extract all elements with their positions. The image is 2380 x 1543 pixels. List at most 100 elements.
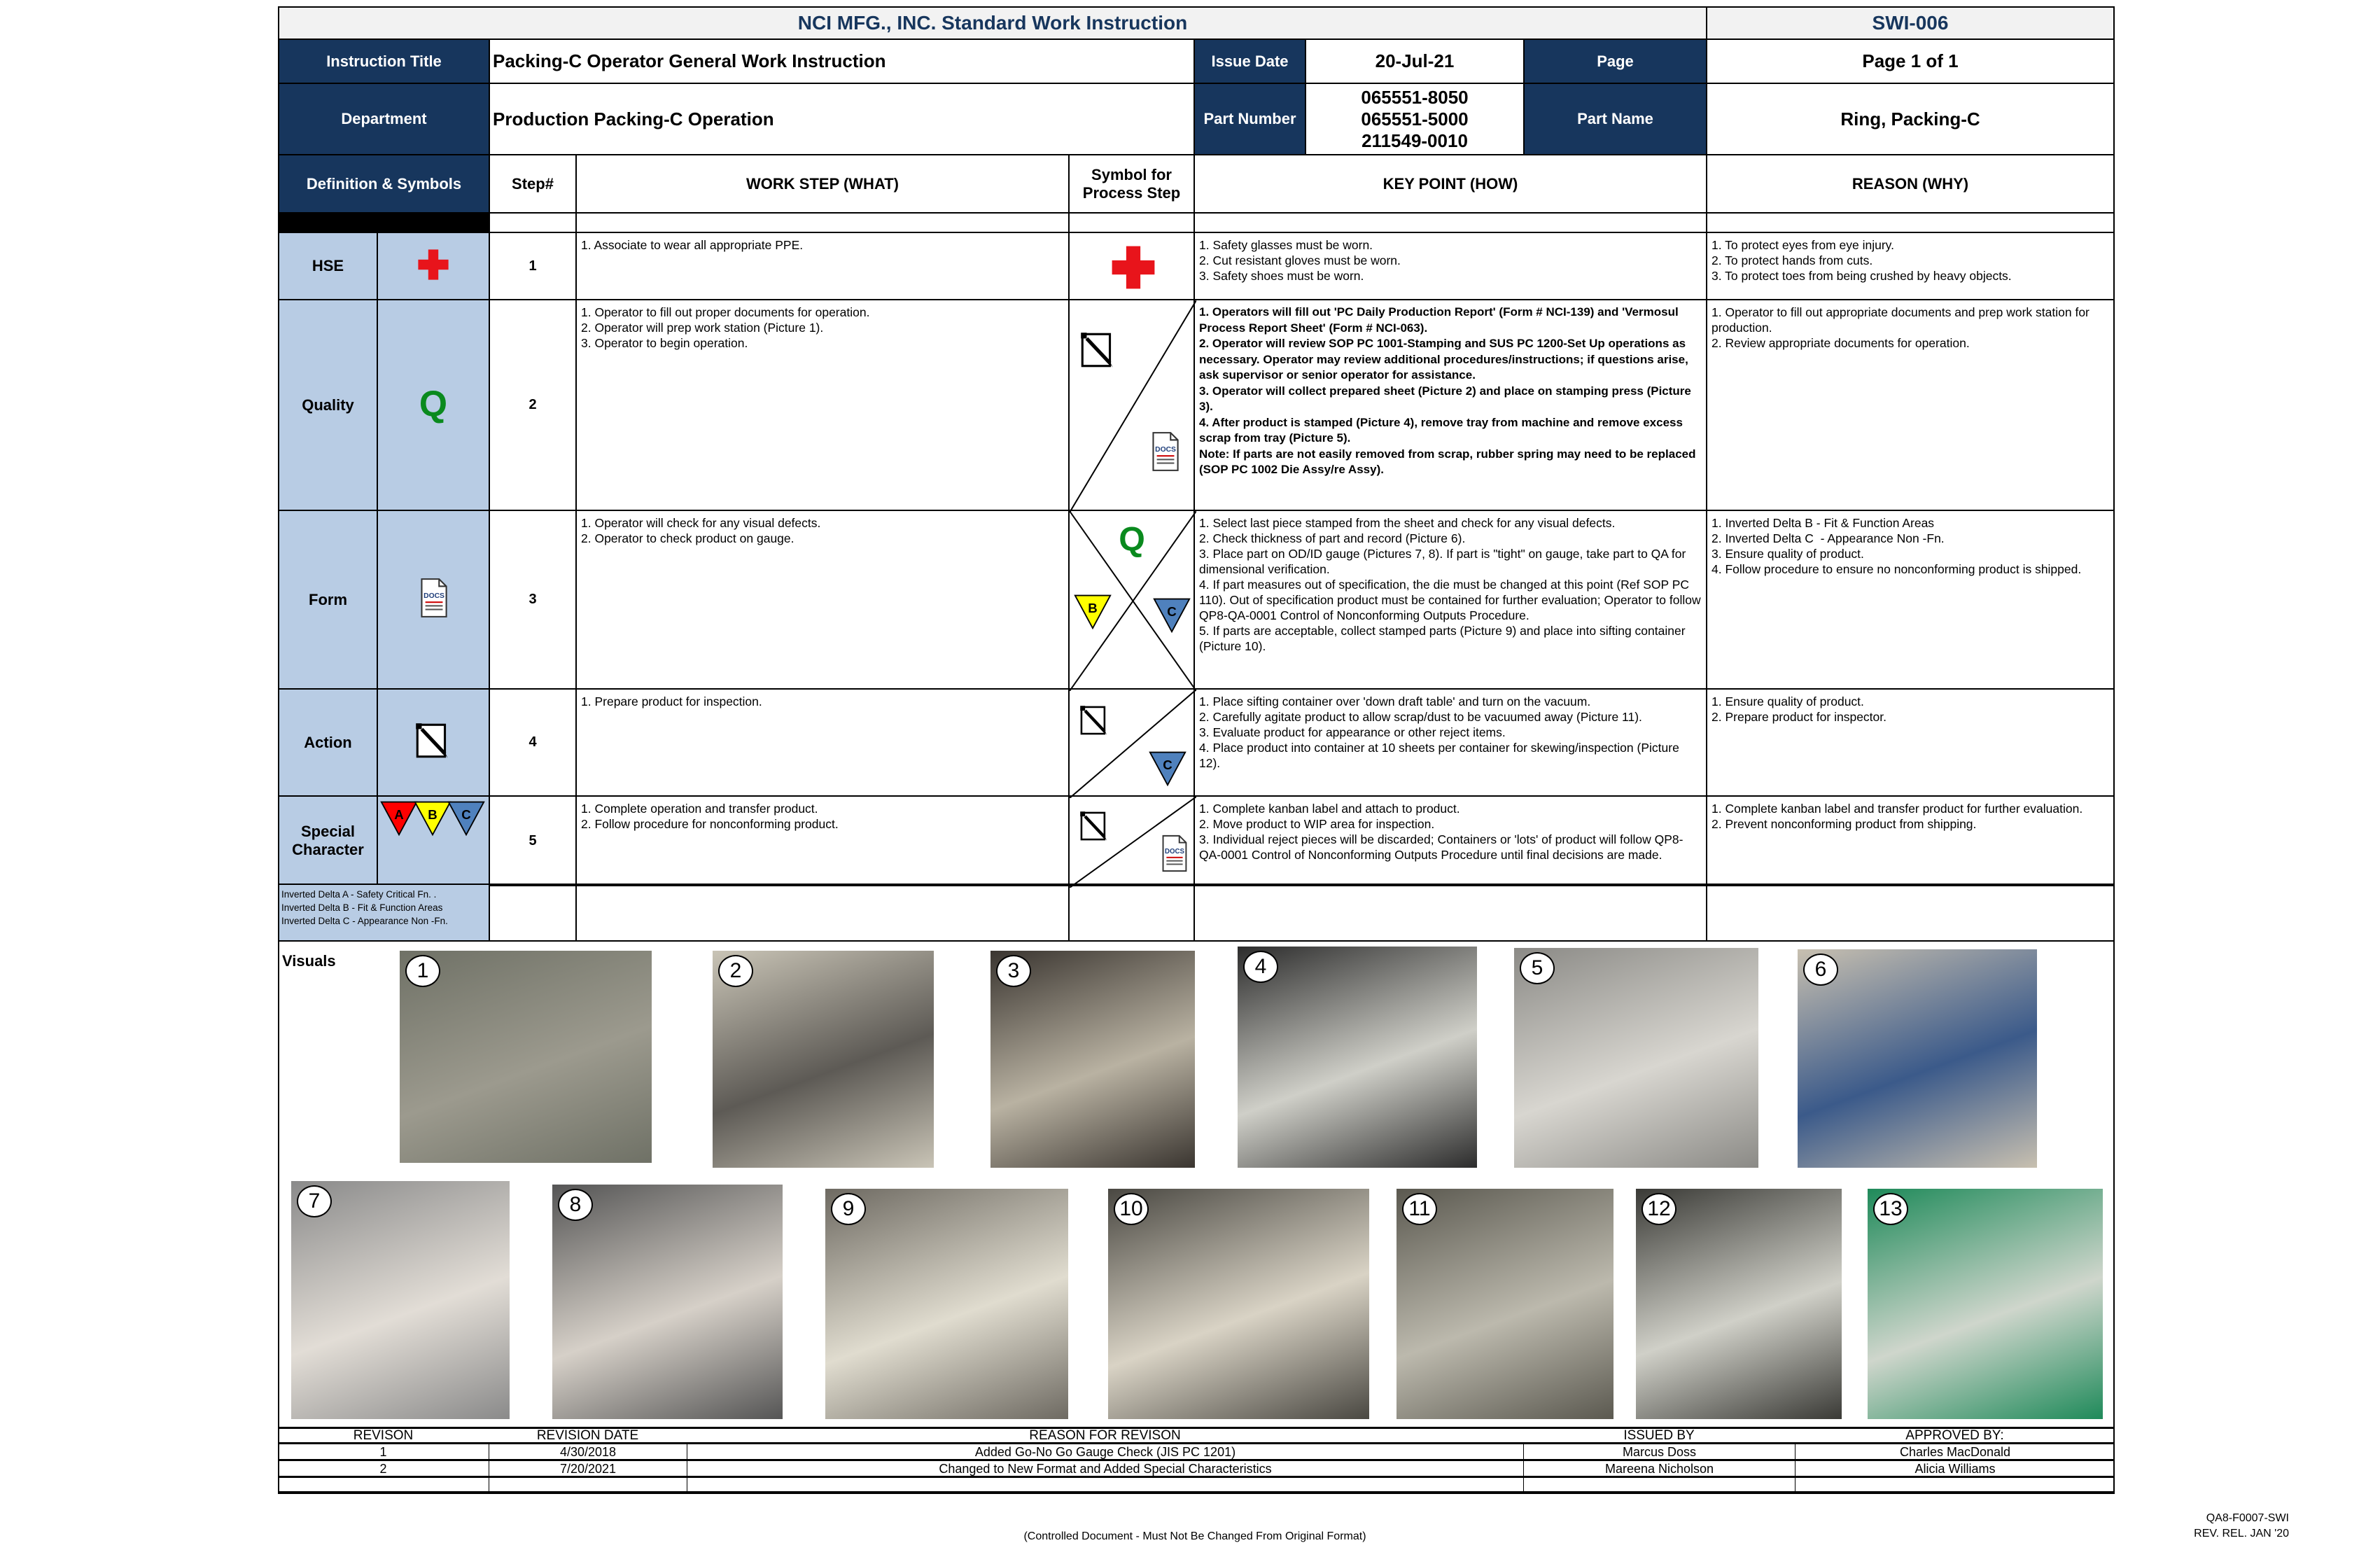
- delta-b-icon: B: [1073, 592, 1112, 634]
- document-title: NCI MFG., INC. Standard Work Instruction: [278, 6, 1707, 40]
- reason-header: REASON (WHY): [1706, 154, 2115, 214]
- revision-cell: [687, 1477, 1523, 1494]
- symbol-icon-cell: [377, 688, 490, 797]
- svg-text:B: B: [428, 807, 437, 822]
- work-step-text: 1. Prepare product for inspection.: [575, 688, 1070, 797]
- svg-text:C: C: [1167, 604, 1176, 619]
- picture-number: 1: [405, 955, 440, 987]
- revision-header: APPROVED BY:: [1905, 1428, 2004, 1443]
- process-step-symbols: DOCS: [1068, 795, 1196, 888]
- picture-number: 10: [1114, 1193, 1149, 1225]
- picture-number: 13: [1873, 1193, 1908, 1225]
- step-number: 3: [489, 510, 577, 690]
- picture-number: 12: [1642, 1193, 1676, 1225]
- reason-text: 1. Operator to fill out appropriate docu…: [1706, 299, 2115, 511]
- picture-number: 7: [297, 1185, 332, 1217]
- instruction-title-value: Packing-C Operator General Work Instruct…: [489, 39, 1195, 84]
- spacer-cell: [1068, 212, 1195, 233]
- work-step-text: 1. Complete operation and transfer produ…: [575, 795, 1070, 886]
- symbol-header: Symbol for Process Step: [1068, 154, 1195, 214]
- symbol-label: HSE: [278, 232, 378, 300]
- picture-number: 4: [1243, 951, 1278, 983]
- picture-number: 11: [1402, 1193, 1437, 1225]
- revision-cell: 2: [379, 1462, 387, 1476]
- visual-picture: 6: [1798, 949, 2037, 1168]
- work-step-text: 1. Associate to wear all appropriate PPE…: [575, 232, 1070, 300]
- reason-text: 1. To protect eyes from eye injury. 2. T…: [1706, 232, 2115, 300]
- step-number: 1: [489, 232, 577, 300]
- revision-header: REVISION DATE: [536, 1428, 639, 1443]
- revision-header: REVISON: [353, 1428, 414, 1443]
- svg-text:C: C: [1163, 757, 1172, 772]
- part-number: 211549-0010: [1362, 130, 1468, 151]
- delta-c-icon: C: [447, 798, 486, 841]
- action-pencil-icon: [1077, 808, 1113, 848]
- revision-cell: [489, 1477, 687, 1494]
- visual-picture: 7: [291, 1181, 510, 1419]
- docs-form-icon: DOCS: [1143, 430, 1186, 477]
- revision-cell: 4/30/2018: [489, 1444, 687, 1460]
- revision-cell: Added Go-No Go Gauge Check (JIS PC 1201): [687, 1444, 1523, 1460]
- symbol-label: Quality: [278, 299, 378, 511]
- q-icon: Q: [412, 382, 455, 428]
- reason-text: 1. Inverted Delta B - Fit & Function Are…: [1706, 510, 2115, 690]
- picture-number: 6: [1803, 954, 1838, 986]
- form-number: QA8-F0007-SWI: [2206, 1512, 2289, 1524]
- svg-text:B: B: [1088, 601, 1097, 615]
- part-number-values: 065551-8050 065551-5000 211549-0010: [1305, 83, 1525, 155]
- empty-cell: [489, 884, 577, 942]
- work-step-text: 1. Operator will check for any visual de…: [575, 510, 1070, 690]
- department-label: Department: [278, 83, 490, 155]
- work-step-header: WORK STEP (WHAT): [575, 154, 1070, 214]
- symbol-icon-cell: DOCS: [377, 510, 490, 690]
- delta-c-icon: C: [1148, 748, 1187, 791]
- process-step-symbols: [1068, 232, 1195, 300]
- process-step-symbols: C: [1068, 688, 1196, 798]
- revision-cell: 7/20/2021: [489, 1460, 687, 1477]
- svg-text:DOCS: DOCS: [424, 592, 444, 600]
- part-number: 065551-8050: [1361, 86, 1469, 108]
- picture-number: 9: [831, 1193, 866, 1225]
- svg-text:C: C: [461, 807, 470, 822]
- svg-text:Q: Q: [419, 384, 447, 424]
- svg-text:DOCS: DOCS: [1155, 446, 1176, 454]
- docs-form-icon: DOCS: [1154, 833, 1194, 877]
- step-number: 5: [489, 795, 577, 886]
- delta-legend: Inverted Delta A - Safety Critical Fn. .…: [278, 884, 490, 942]
- key-point-text: 1. Complete kanban label and attach to p…: [1194, 795, 1707, 886]
- issue-date-label: Issue Date: [1194, 39, 1306, 84]
- key-point-text: 1. Select last piece stamped from the sh…: [1194, 510, 1707, 690]
- legend-item: Inverted Delta C - Appearance Non -Fn.: [281, 916, 448, 926]
- picture-number: 2: [718, 955, 753, 987]
- visual-picture: 13: [1868, 1189, 2103, 1419]
- step-header: Step#: [489, 154, 577, 214]
- revision-cell: [1523, 1477, 1795, 1494]
- visual-picture: 4: [1238, 947, 1477, 1168]
- process-step-symbols: DOCS: [1068, 299, 1196, 512]
- red-cross-icon: [414, 246, 452, 287]
- revision-cell: [278, 1477, 489, 1494]
- visual-picture: 12: [1636, 1189, 1842, 1419]
- row-divider: [278, 1459, 2115, 1461]
- spacer-cell: [1194, 212, 1707, 233]
- part-number-label: Part Number: [1194, 83, 1306, 155]
- issue-date-value: 20-Jul-21: [1305, 39, 1525, 84]
- legend-item: Inverted Delta A - Safety Critical Fn. .: [281, 889, 437, 900]
- picture-number: 5: [1520, 952, 1555, 984]
- key-point-text: 1. Operators will fill out 'PC Daily Pro…: [1194, 299, 1707, 511]
- symbol-label: Form: [278, 510, 378, 690]
- part-name-value: Ring, Packing-C: [1706, 83, 2115, 155]
- spacer-cell: [1706, 212, 2115, 233]
- visual-picture: 11: [1396, 1189, 1614, 1419]
- revision-cell: Changed to New Format and Added Special …: [687, 1460, 1523, 1477]
- picture-number: 8: [558, 1189, 593, 1221]
- symbol-icon-cell: [377, 232, 490, 300]
- step-number: 4: [489, 688, 577, 797]
- revision-cell: 1: [379, 1445, 387, 1459]
- docs-form-icon: DOCS: [412, 576, 455, 623]
- legend-item: Inverted Delta B - Fit & Function Areas: [281, 902, 443, 913]
- revision-header: ISSUED BY: [1623, 1428, 1695, 1443]
